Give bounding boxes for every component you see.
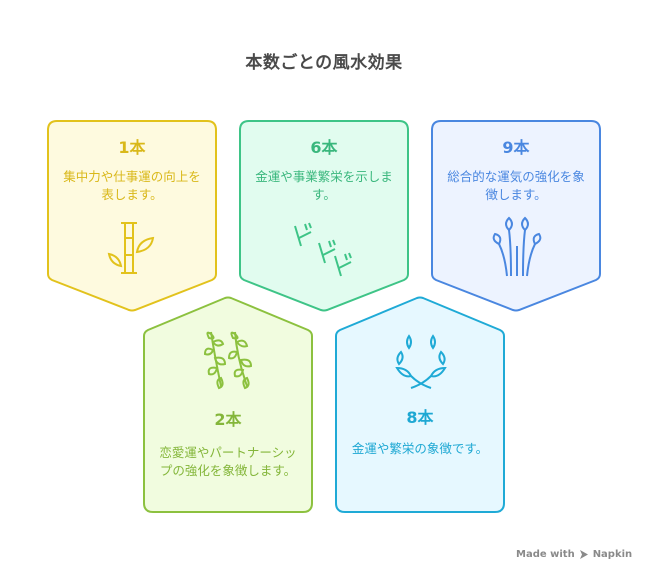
card-description: 恋愛運やパートナーシップの強化を象徴します。 [159,445,297,478]
sprouts-icon [492,216,542,277]
card-number: 2本 [214,410,242,429]
vines-icon [203,331,253,390]
card-shape [239,120,409,312]
card-9-sprouts: 9本 総合的な運気の強化を象徴します。 [431,120,601,312]
rising-bamboo-icon [294,222,352,277]
card-1-bamboo: 1本 集中力や仕事運の向上を表します。 [47,120,217,312]
card-number: 8本 [406,408,434,427]
card-2-vines: 2本 恋愛運やパートナーシップの強化を象徴します。 [143,296,313,514]
bamboo-icon [107,222,155,274]
laurel-wreath-icon [395,334,447,389]
napkin-logo-icon [579,550,588,559]
card-shape [143,296,313,513]
card-description: 集中力や仕事運の向上を表します。 [63,169,201,202]
napkin-watermark: Made with Napkin [516,549,632,560]
card-description: 金運や事業繁栄を示します。 [255,169,393,202]
card-6-bamboo: 6本 金運や事業繁栄を示します。 [239,120,409,312]
diagram-title: 本数ごとの風水効果 [245,53,403,73]
card-description: 金運や繁栄の象徴です。 [351,441,489,456]
napkin-brand-label: Napkin [592,549,633,560]
card-number: 6本 [310,138,338,157]
card-shape [47,120,217,312]
card-number: 9本 [502,138,530,157]
card-8-laurel: 8本 金運や繁栄の象徴です。 [335,296,505,514]
made-with-label: Made with [516,549,575,560]
card-description: 総合的な運気の強化を象徴します。 [447,169,585,202]
card-shape [335,296,505,513]
card-shape [431,120,601,312]
card-number: 1本 [118,138,146,157]
